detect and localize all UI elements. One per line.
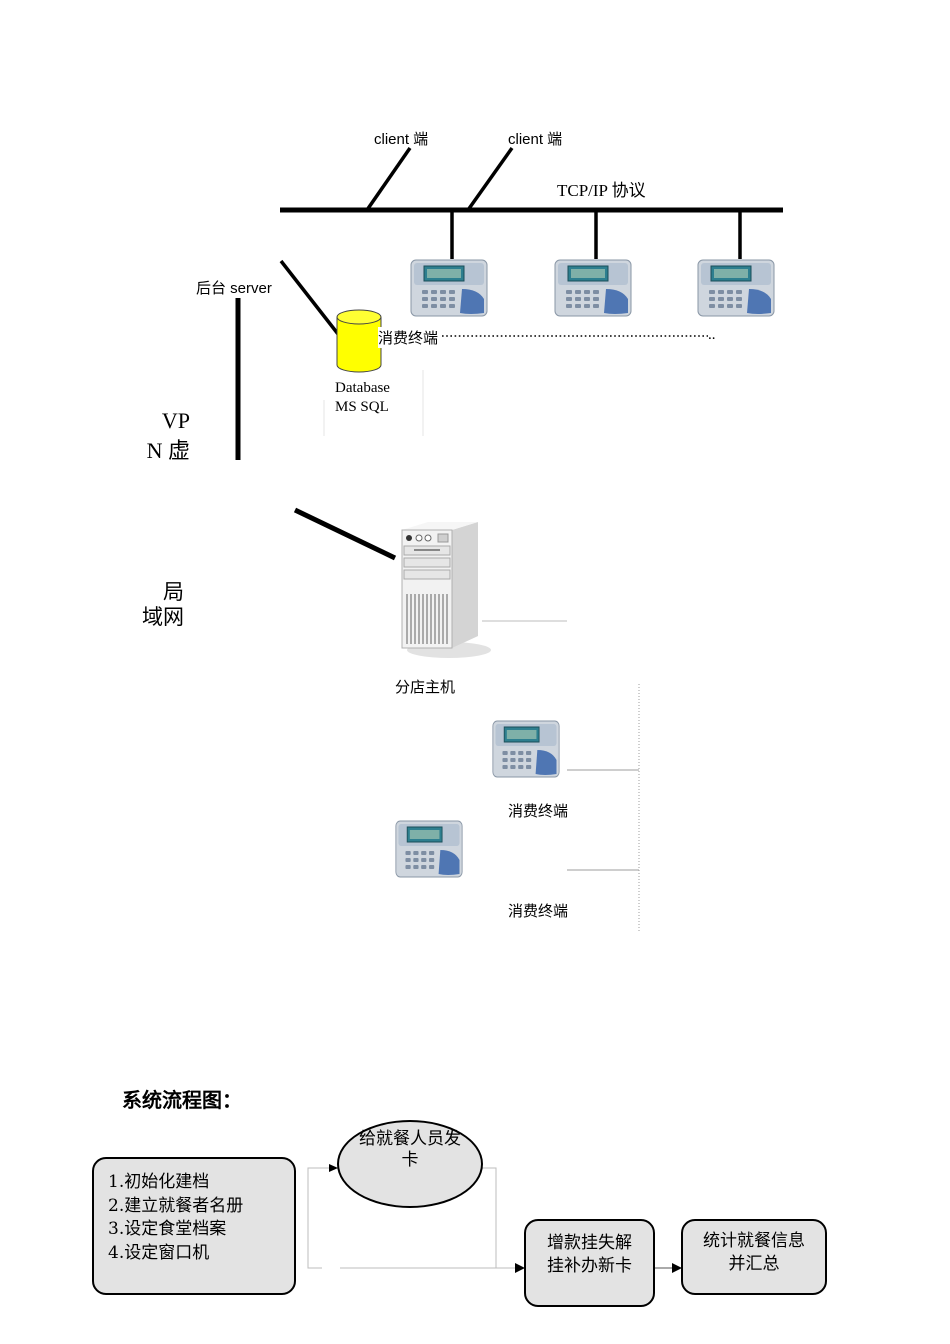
database-label-1: Database <box>335 380 390 396</box>
terminal-device-5 <box>395 820 463 878</box>
card-ops-line-2: 挂补办新卡 <box>547 1256 632 1276</box>
connector-ellipse-box2 <box>482 1167 497 1268</box>
client-link-2 <box>466 146 514 212</box>
server-label: 后台 server <box>196 280 272 297</box>
terminal-label-2: 消费终端 <box>508 904 569 920</box>
setup-step-2: 2.建立就餐者名册 <box>108 1195 244 1216</box>
card-ops-line-1: 增款挂失解 <box>547 1233 632 1253</box>
dots-end: .. <box>708 327 716 343</box>
statistics-line-2: 并汇总 <box>728 1254 780 1274</box>
network-lines <box>235 146 783 932</box>
issue-card-line-1: 给就餐人员发 <box>359 1129 461 1149</box>
terminal-device-4 <box>492 720 560 778</box>
branch-host-link <box>293 507 397 561</box>
server-db-link <box>279 259 340 336</box>
client-label-2: client 端 <box>508 131 563 148</box>
setup-step-1: 1.初始化建档 <box>108 1172 210 1192</box>
vpn-label: VP N 虚 <box>130 406 190 466</box>
terminal-label-1: 消费终端 <box>508 804 569 820</box>
terminal-device-1 <box>410 259 488 317</box>
flow-box-card-ops: 增款挂失解 挂补办新卡 <box>524 1219 655 1307</box>
flowchart-connectors <box>307 1164 682 1273</box>
issue-card-line-2: 卡 <box>401 1150 419 1170</box>
lan-label: 局 域网 <box>130 580 184 630</box>
arrowhead-box2 <box>515 1263 525 1273</box>
setup-step-4: 4.设定窗口机 <box>108 1242 210 1263</box>
vpn-label-line-2: N 虚 <box>146 438 190 463</box>
terminal-device-2 <box>554 259 632 317</box>
lan-label-line-2: 域网 <box>142 605 184 629</box>
client-label-1: client 端 <box>374 131 429 148</box>
arrowhead-box3 <box>672 1263 682 1273</box>
terminal-label-top: 消费终端 <box>378 327 439 348</box>
setup-step-3: 3.设定食堂档案 <box>108 1219 227 1239</box>
vpn-label-line-1: VP <box>161 408 190 433</box>
flow-ellipse-issue-card: 给就餐人员发 卡 <box>337 1120 483 1208</box>
client-link-1 <box>365 147 412 211</box>
flow-box-statistics: 统计就餐信息 并汇总 <box>681 1219 827 1295</box>
terminal-device-3 <box>697 259 775 317</box>
statistics-line-1: 统计就餐信息 <box>703 1231 805 1251</box>
flow-box-setup: 1.初始化建档 2.建立就餐者名册 3.设定食堂档案 4.设定窗口机 <box>92 1157 296 1295</box>
database-icon <box>336 309 382 373</box>
branch-host-server-icon <box>401 522 491 658</box>
branch-host-label: 分店主机 <box>395 680 456 696</box>
flowchart-title: 系统流程图： <box>122 1090 242 1112</box>
connector-box1-stub <box>307 1190 322 1269</box>
connector-box1-ellipse <box>307 1167 330 1190</box>
protocol-label: TCP/IP 协议 <box>557 181 646 200</box>
database-label-2: MS SQL <box>335 399 389 415</box>
lan-label-line-1: 局 <box>163 580 184 604</box>
arrowhead-ellipse <box>329 1164 338 1172</box>
